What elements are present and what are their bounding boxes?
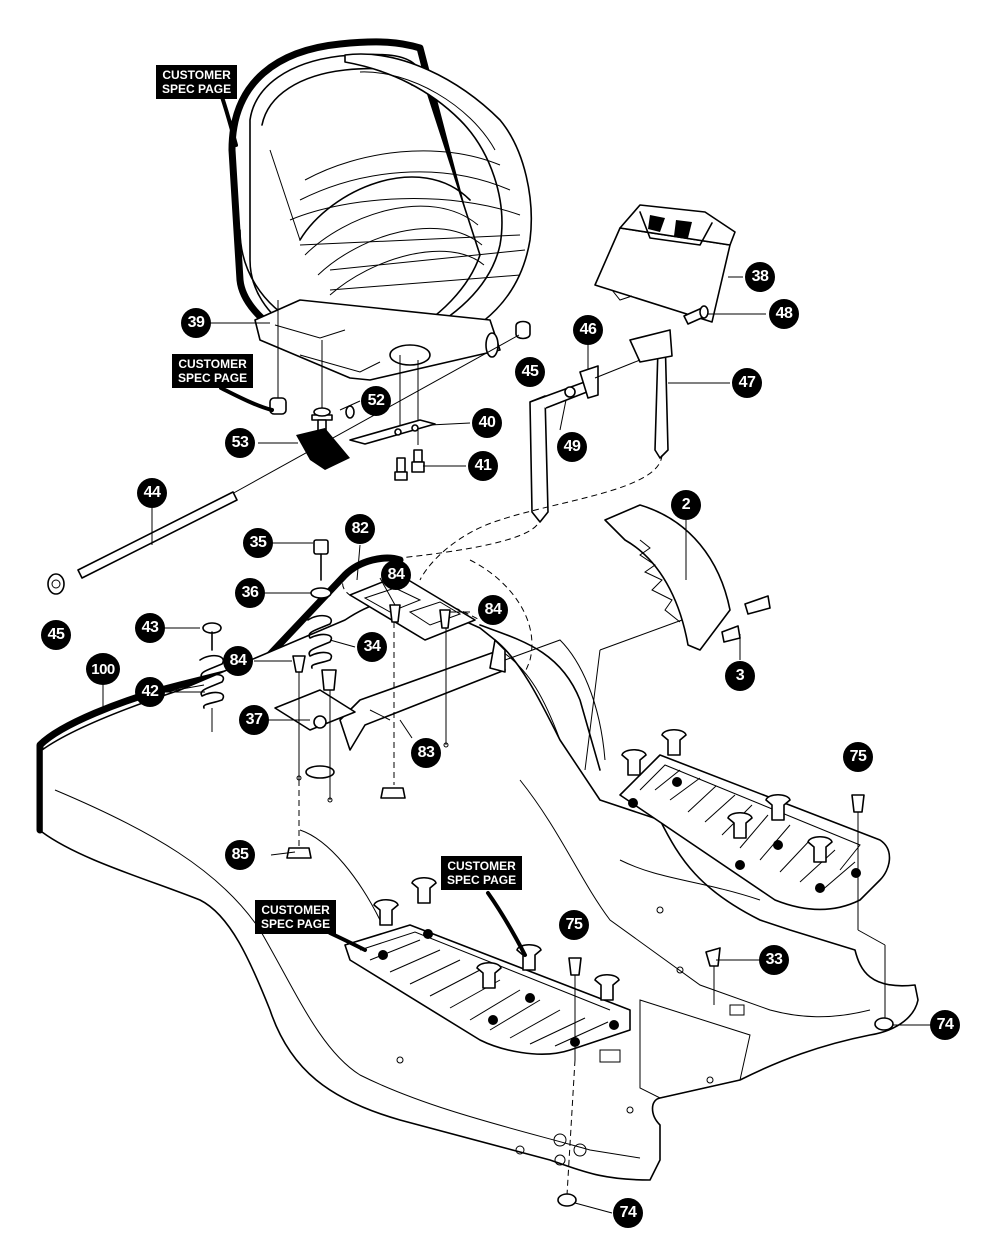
- left-footrest: [344, 924, 631, 1055]
- callout-74[interactable]: 74: [930, 1010, 960, 1040]
- callout-40[interactable]: 40: [472, 408, 502, 438]
- spring-34: [307, 614, 333, 669]
- callout-34[interactable]: 34: [357, 632, 387, 662]
- callout-83[interactable]: 83: [411, 738, 441, 768]
- right-footrest: [619, 754, 891, 911]
- callout-85[interactable]: 85: [225, 840, 255, 870]
- callout-49[interactable]: 49: [557, 432, 587, 462]
- callout-47[interactable]: 47: [732, 368, 762, 398]
- spring-42: [199, 654, 225, 709]
- lever-plate-2: [604, 504, 731, 651]
- seat-plate-83: [339, 639, 506, 751]
- callout-82[interactable]: 82: [345, 514, 375, 544]
- callout-43[interactable]: 43: [135, 613, 165, 643]
- callout-37[interactable]: 37: [239, 705, 269, 735]
- callout-84[interactable]: 84: [381, 560, 411, 590]
- callout-74[interactable]: 74: [613, 1198, 643, 1228]
- footrest-pins-right: [621, 728, 833, 863]
- switch-brackets: [529, 329, 673, 523]
- footrest-pins-left: [373, 876, 620, 1001]
- callout-35[interactable]: 35: [243, 528, 273, 558]
- callout-75[interactable]: 75: [559, 910, 589, 940]
- callout-48[interactable]: 48: [769, 299, 799, 329]
- callout-42[interactable]: 42: [135, 677, 165, 707]
- callout-33[interactable]: 33: [759, 945, 789, 975]
- seat-switch-box-38: [594, 204, 736, 323]
- callout-44[interactable]: 44: [137, 478, 167, 508]
- callout-46[interactable]: 46: [573, 315, 603, 345]
- leader-lines: [102, 276, 930, 1214]
- callout-2[interactable]: 2: [671, 490, 701, 520]
- customer-spec-page-label[interactable]: CUSTOMER SPEC PAGE: [172, 354, 254, 388]
- seat-latch-53: [296, 428, 350, 470]
- callout-45[interactable]: 45: [41, 620, 71, 650]
- screws-41: [394, 449, 425, 481]
- callout-3[interactable]: 3: [725, 661, 755, 691]
- callout-75[interactable]: 75: [843, 742, 873, 772]
- callout-36[interactable]: 36: [235, 578, 265, 608]
- callout-84[interactable]: 84: [223, 646, 253, 676]
- fender-pan-100: [36, 554, 919, 1181]
- callout-38[interactable]: 38: [745, 262, 775, 292]
- callout-41[interactable]: 41: [468, 451, 498, 481]
- seat-pan-plate: [254, 299, 501, 381]
- callout-100[interactable]: 100: [86, 653, 120, 685]
- customer-spec-page-label[interactable]: CUSTOMER SPEC PAGE: [441, 856, 523, 890]
- callout-53[interactable]: 53: [225, 428, 255, 458]
- customer-spec-page-label[interactable]: CUSTOMER SPEC PAGE: [255, 900, 337, 934]
- callout-84[interactable]: 84: [478, 595, 508, 625]
- callout-39[interactable]: 39: [181, 308, 211, 338]
- callout-45[interactable]: 45: [515, 357, 545, 387]
- customer-spec-page-label[interactable]: CUSTOMER SPEC PAGE: [156, 65, 238, 99]
- callout-52[interactable]: 52: [361, 386, 391, 416]
- rod-44: [47, 491, 238, 595]
